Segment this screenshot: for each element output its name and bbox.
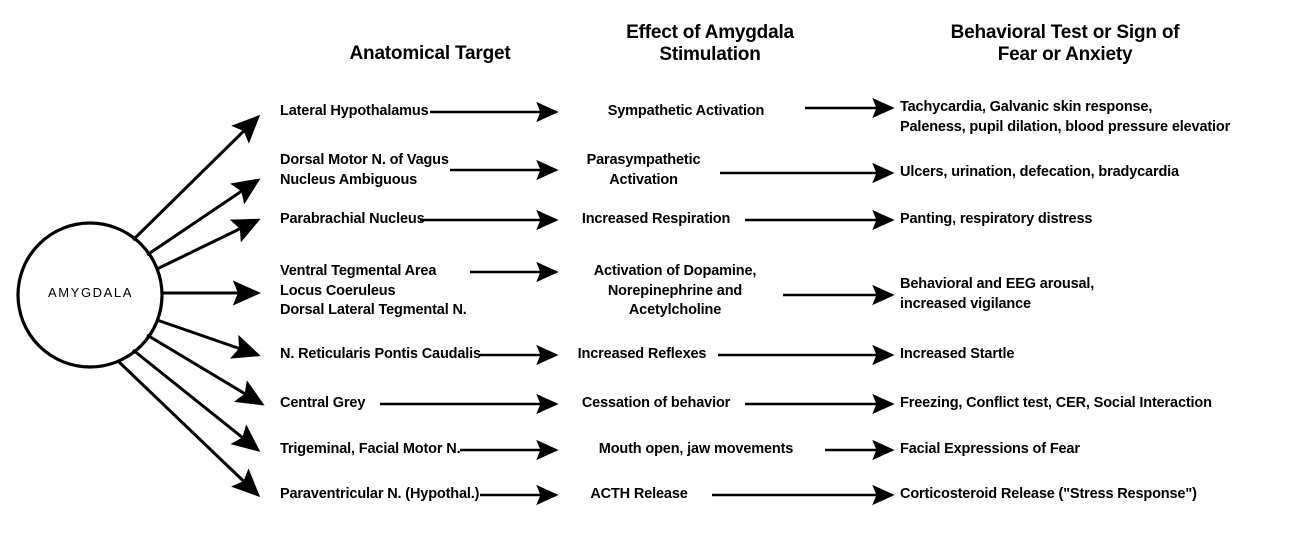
arrow-to-vagus-ambiguous bbox=[146, 178, 261, 257]
effect-sympathetic-activation: Sympathetic Activation bbox=[607, 103, 765, 119]
amygdala-node-label: AMYGDALA bbox=[47, 285, 134, 300]
target-n-reticularis-pontis-caudalis: N. Reticularis Pontis Caudalis bbox=[280, 346, 481, 362]
arrow-to-central-grey bbox=[146, 333, 265, 406]
arrow-to-reticularis-pontis bbox=[156, 318, 261, 359]
target-parabrachial-nucleus: Parabrachial Nucleus bbox=[280, 211, 425, 227]
behavior-parasympathetic-signs: Ulcers, urination, defecation, bradycard… bbox=[900, 164, 1179, 180]
effect-increased-respiration: Increased Respiration bbox=[581, 211, 731, 227]
effect-parasympathetic-activation: Parasympathetic Activation bbox=[586, 152, 701, 188]
target-lateral-hypothalamus: Lateral Hypothalamus bbox=[280, 103, 429, 119]
arrow-to-lateral-hypothalamus bbox=[131, 114, 261, 242]
column-header-behavioral-test: Behavioral Test or Sign of Fear or Anxie… bbox=[950, 22, 1180, 65]
effect-cessation-of-behavior: Cessation of behavior bbox=[581, 395, 731, 411]
effect-increased-reflexes: Increased Reflexes bbox=[577, 346, 707, 362]
effect-acth-release: ACTH Release bbox=[590, 486, 688, 502]
target-dorsal-motor-vagus-nucleus-ambiguous: Dorsal Motor N. of Vagus Nucleus Ambiguo… bbox=[280, 152, 449, 188]
behavior-arousal-signs: Behavioral and EEG arousal, increased vi… bbox=[900, 276, 1095, 312]
column-header-anatomical-target: Anatomical Target bbox=[349, 43, 511, 64]
arrow-to-paraventricular bbox=[116, 359, 261, 498]
target-trigeminal-facial-motor-n: Trigeminal, Facial Motor N. bbox=[280, 441, 461, 457]
arrow-to-trigeminal-facial bbox=[132, 348, 261, 452]
behavior-increased-startle: Increased Startle bbox=[900, 346, 1015, 362]
target-tegmental-coeruleus-group: Ventral Tegmental Area Locus Coeruleus D… bbox=[280, 263, 467, 318]
amygdala-radiating-arrows bbox=[116, 114, 265, 498]
target-paraventricular-n-hypothal: Paraventricular N. (Hypothal.) bbox=[280, 486, 480, 502]
behavior-sympathetic-signs: Tachycardia, Galvanic skin response, Pal… bbox=[900, 99, 1231, 135]
effect-mouth-open-jaw-movements: Mouth open, jaw movements bbox=[598, 441, 794, 457]
target-central-grey: Central Grey bbox=[280, 395, 366, 411]
behavior-respiration-signs: Panting, respiratory distress bbox=[900, 211, 1093, 227]
behavior-freezing-conflict: Freezing, Conflict test, CER, Social Int… bbox=[900, 395, 1212, 411]
behavior-facial-expressions-of-fear: Facial Expressions of Fear bbox=[900, 441, 1080, 457]
behavior-corticosteroid-release: Corticosteroid Release ("Stress Response… bbox=[900, 486, 1197, 502]
effect-activation-of-monoamines: Activation of Dopamine, Norepinephrine a… bbox=[593, 263, 757, 318]
arrow-to-parabrachial bbox=[156, 218, 261, 271]
column-header-effect-of-stimulation: Effect of Amygdala Stimulation bbox=[626, 22, 794, 65]
